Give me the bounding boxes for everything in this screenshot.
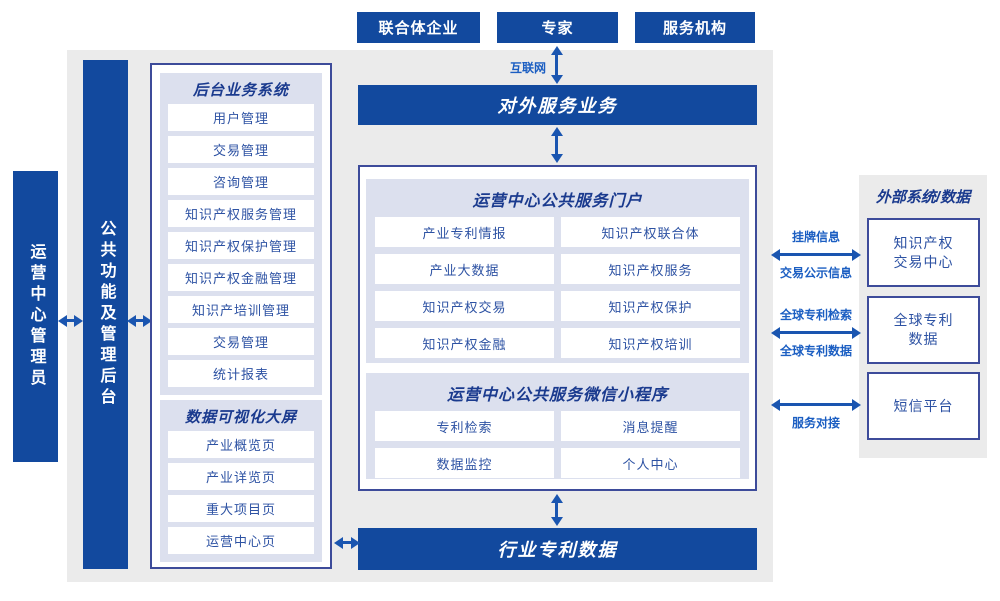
actor-box-expert: 专家 — [497, 12, 618, 43]
portal-item: 知识产权联合体 — [561, 217, 740, 247]
backend-item: 咨询管理 — [168, 168, 314, 195]
backend-item: 交易管理 — [168, 328, 314, 355]
mini-program-section: 运营中心公共服务微信小程序 专利检索 消息提醒 数据监控 个人中心 — [366, 373, 749, 479]
link-label-top: 全球专利检索 — [779, 308, 852, 322]
mini-item: 专利检索 — [375, 411, 554, 441]
portal-item: 知识产权保护 — [561, 291, 740, 321]
link-label-top: 挂牌信息 — [791, 230, 840, 244]
backend-panel-arrow-icon — [127, 314, 152, 327]
link-label-bottom: 全球专利数据 — [779, 344, 852, 358]
internet-arrow-icon — [550, 46, 563, 84]
backend-item: 知识产权保护管理 — [168, 232, 314, 259]
viz-item: 运营中心页 — [168, 527, 314, 554]
central-service-panel: 运营中心公共服务门户 产业专利情报 知识产权联合体 产业大数据 知识产权服务 知… — [358, 165, 757, 491]
link-arrow-icon — [771, 326, 861, 339]
mini-item: 数据监控 — [375, 448, 554, 478]
service-to-portal-arrow-icon — [550, 127, 563, 163]
backend-item: 交易管理 — [168, 136, 314, 163]
external-service-bar: 对外服务业务 — [358, 85, 757, 125]
portal-item: 知识产权培训 — [561, 328, 740, 358]
link-arrow-icon — [771, 248, 861, 261]
backend-system-title: 后台业务系统 — [192, 82, 289, 99]
actor-box-consortium: 联合体企业 — [357, 12, 480, 43]
admin-vertical-bar: 运营中心管理员 — [13, 171, 58, 462]
backend-system-section: 后台业务系统 用户管理 交易管理 咨询管理 知识产权服务管理 知识产权保护管理 … — [160, 73, 322, 395]
portal-item: 知识产权服务 — [561, 254, 740, 284]
internet-label: 互联网 — [509, 61, 546, 75]
industry-data-bar: 行业专利数据 — [358, 528, 757, 570]
backend-vertical-bar: 公共功能及管理后台 — [83, 60, 128, 569]
backend-item: 知识产权金融管理 — [168, 264, 314, 291]
viz-item: 重大项目页 — [168, 495, 314, 522]
portal-to-data-arrow-icon — [550, 494, 563, 526]
backend-panel: 后台业务系统 用户管理 交易管理 咨询管理 知识产权服务管理 知识产权保护管理 … — [150, 63, 332, 569]
data-viz-title: 数据可视化大屏 — [184, 409, 297, 426]
viz-item: 产业详览页 — [168, 463, 314, 490]
link-listing-info: 挂牌信息 交易公示信息 — [771, 228, 861, 281]
link-global-patent: 全球专利检索 全球专利数据 — [771, 306, 861, 359]
actor-box-service-org: 服务机构 — [635, 12, 755, 43]
mini-program-title: 运营中心公共服务微信小程序 — [446, 387, 668, 404]
portal-item: 产业专利情报 — [375, 217, 554, 247]
admin-backend-arrow-icon — [58, 314, 83, 327]
external-box-sms-platform: 短信平台 — [867, 372, 980, 440]
portal-item: 产业大数据 — [375, 254, 554, 284]
portal-section: 运营中心公共服务门户 产业专利情报 知识产权联合体 产业大数据 知识产权服务 知… — [366, 179, 749, 363]
external-box-ip-trade-center: 知识产权 交易中心 — [867, 218, 980, 287]
link-service-dock: 服务对接 — [771, 398, 861, 431]
backend-item: 知识产培训管理 — [168, 296, 314, 323]
portal-item: 知识产权金融 — [375, 328, 554, 358]
link-arrow-icon — [771, 398, 861, 411]
portal-title: 运营中心公共服务门户 — [472, 193, 643, 210]
mini-item: 消息提醒 — [561, 411, 740, 441]
viz-to-data-arrow-icon — [334, 536, 360, 549]
data-viz-section: 数据可视化大屏 产业概览页 产业详览页 重大项目页 运营中心页 — [160, 400, 322, 562]
portal-item: 知识产权交易 — [375, 291, 554, 321]
external-systems-title: 外部系统/数据 — [875, 189, 971, 206]
external-box-global-patent-data: 全球专利 数据 — [867, 296, 980, 364]
backend-item: 用户管理 — [168, 104, 314, 131]
mini-item: 个人中心 — [561, 448, 740, 478]
backend-item: 统计报表 — [168, 360, 314, 387]
link-label-bottom: 服务对接 — [791, 416, 840, 430]
viz-item: 产业概览页 — [168, 431, 314, 458]
backend-item: 知识产权服务管理 — [168, 200, 314, 227]
link-label-bottom: 交易公示信息 — [779, 266, 852, 280]
